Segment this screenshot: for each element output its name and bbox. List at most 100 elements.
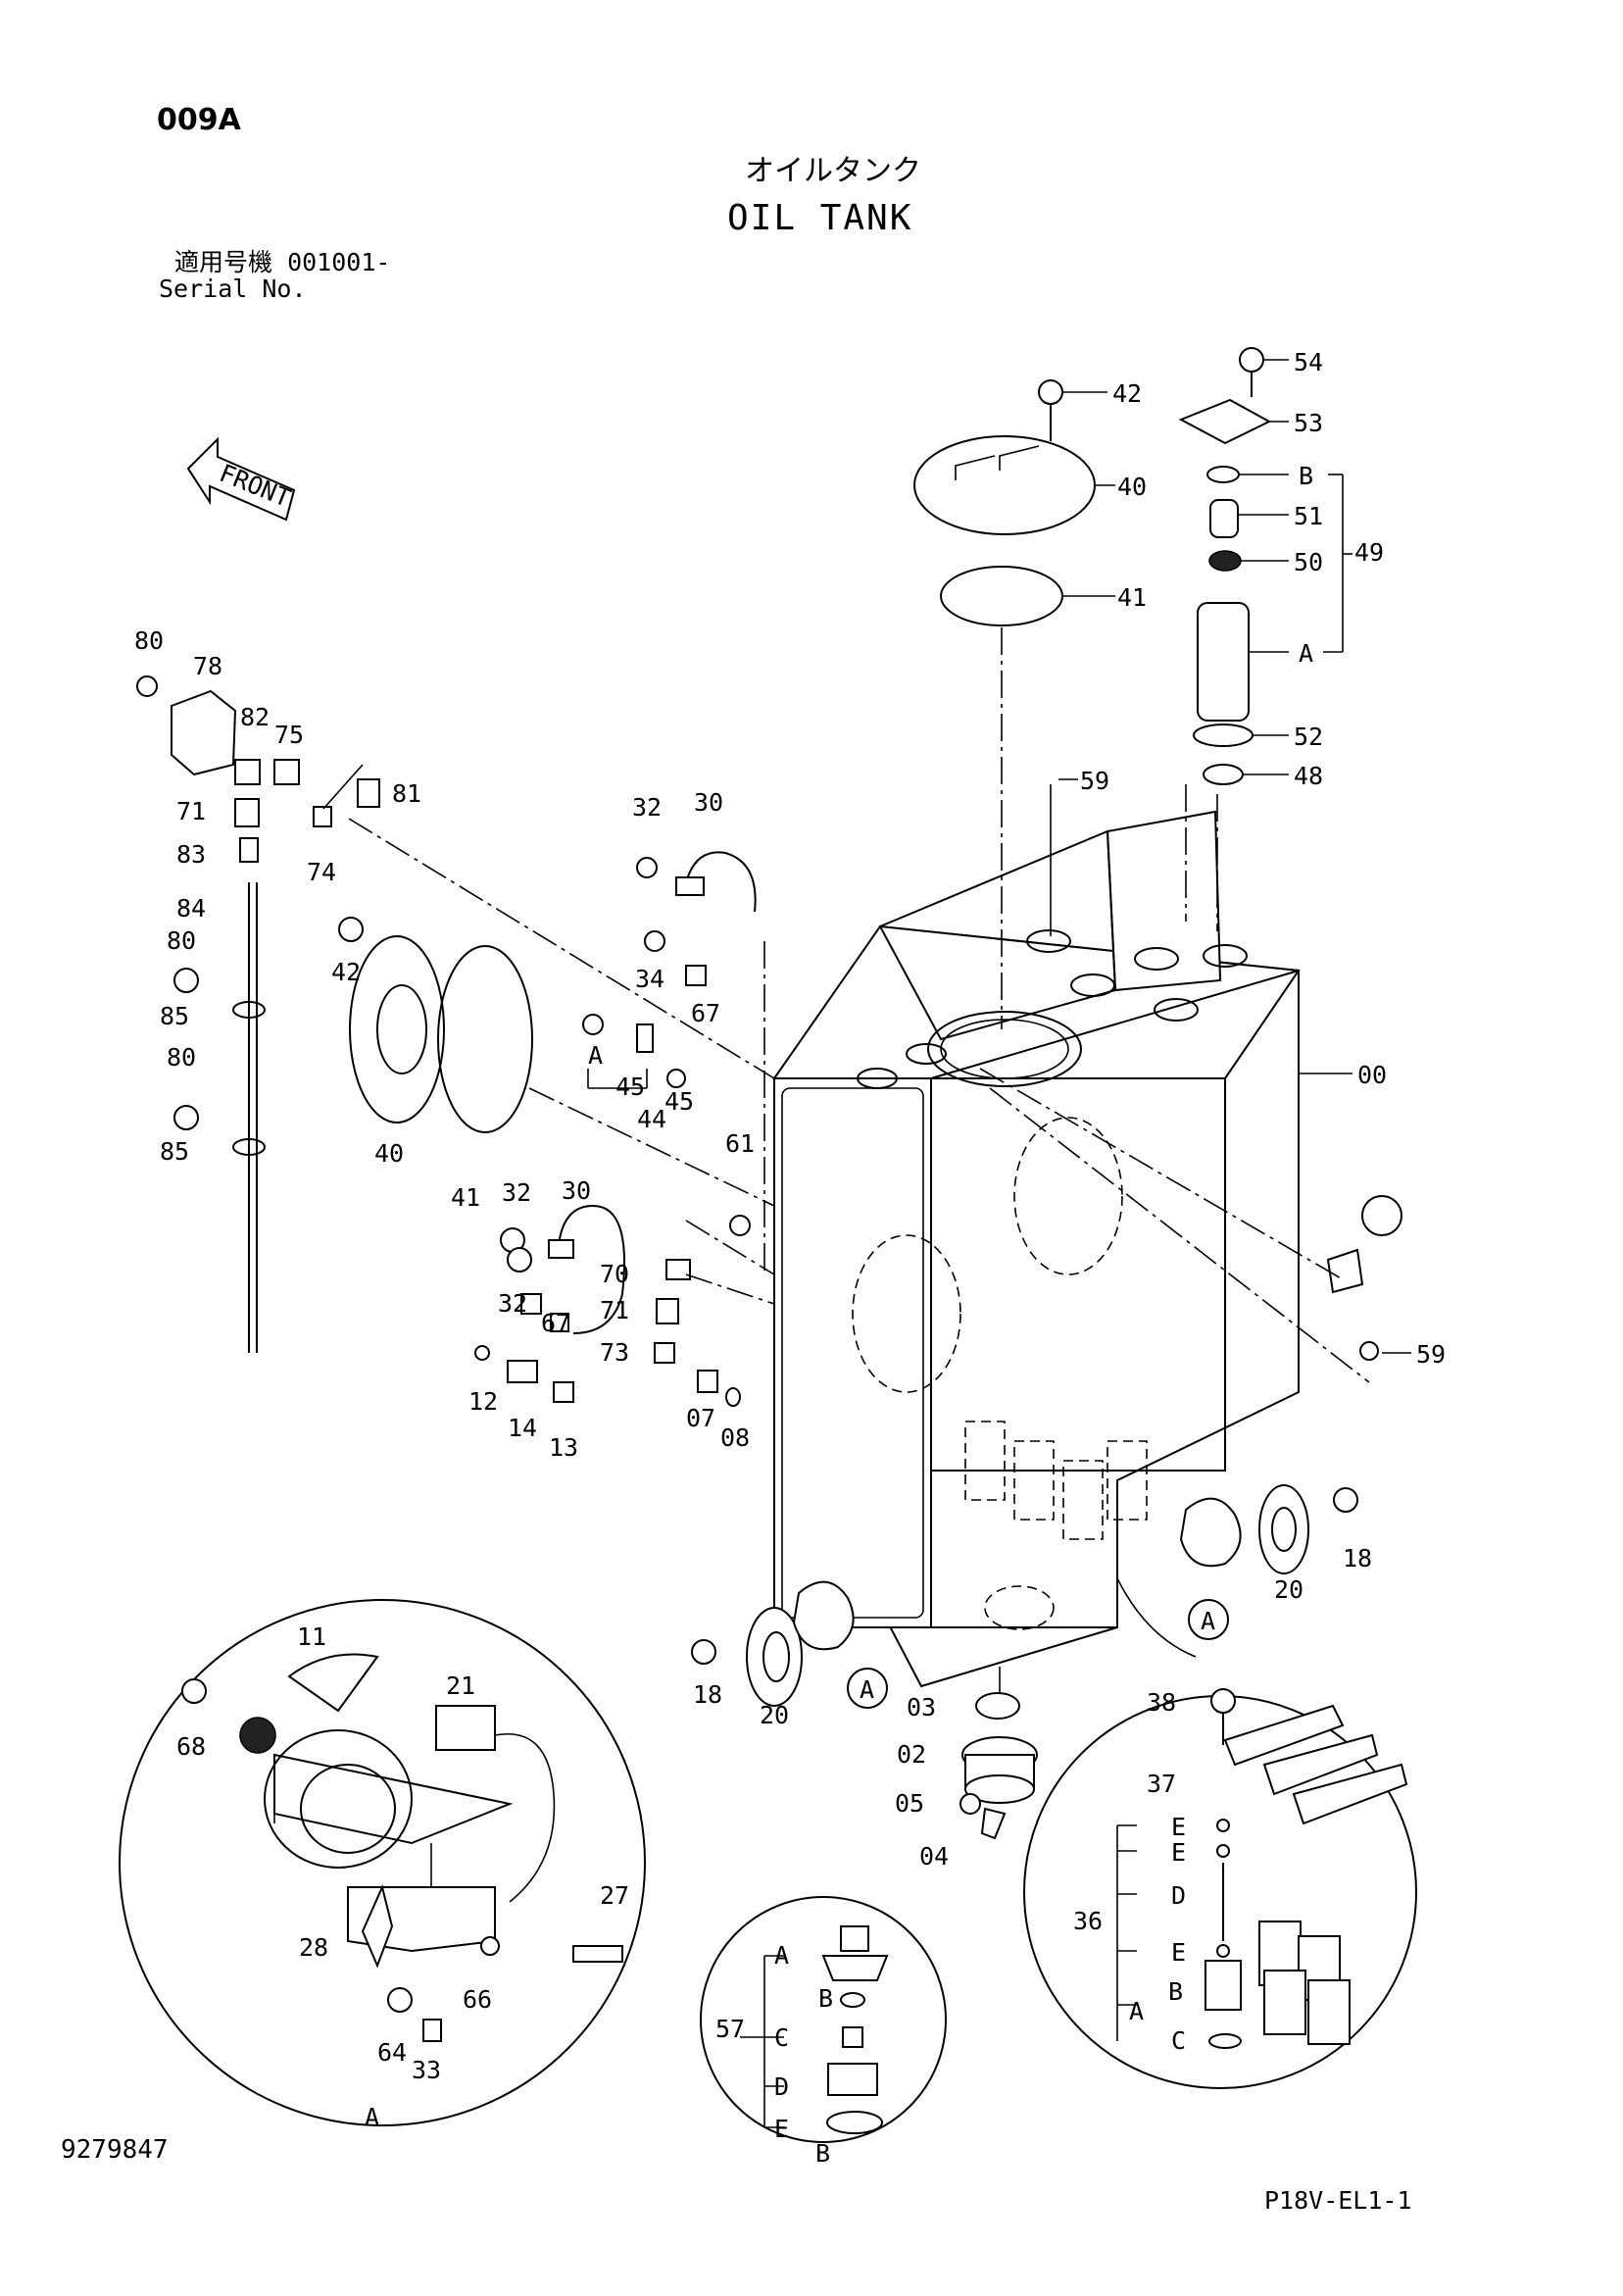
- callout: 73: [600, 1338, 629, 1367]
- callout: 64: [377, 2038, 407, 2067]
- callout: 70: [600, 1260, 629, 1288]
- callout: 59: [1080, 767, 1109, 795]
- callout: 81: [392, 779, 421, 808]
- detail-view-strainers: [1023, 1577, 1417, 2089]
- callout: 54: [1294, 348, 1323, 376]
- callout: 36: [1073, 1907, 1103, 1935]
- callout: E: [774, 2115, 789, 2143]
- callout: 83: [176, 840, 206, 869]
- callout: 52: [1294, 723, 1323, 751]
- callout: B: [815, 2139, 830, 2168]
- detail-view-a: [119, 1599, 646, 2126]
- sheet-code: P18V-EL1-1: [1264, 2186, 1412, 2215]
- callout: 04: [919, 1842, 949, 1871]
- callout: 41: [1117, 583, 1147, 612]
- callout: C: [774, 2023, 789, 2052]
- detail-view-b: [700, 1896, 947, 2143]
- callout: 30: [694, 788, 723, 817]
- callout: D: [1171, 1881, 1186, 1910]
- sensor-harnesses: [500, 851, 765, 1334]
- callout: 48: [1294, 762, 1323, 790]
- callout: A: [860, 1675, 874, 1704]
- front-arrow-icon: FRONT: [186, 436, 296, 522]
- callout: 61: [725, 1129, 755, 1158]
- callout: 75: [274, 721, 304, 749]
- callout: 38: [1147, 1688, 1176, 1717]
- callout: 40: [374, 1139, 404, 1168]
- callout: 00: [1357, 1061, 1387, 1089]
- callout: 68: [176, 1732, 206, 1761]
- callout: 27: [600, 1881, 629, 1910]
- callout: 13: [549, 1433, 578, 1462]
- callout: 57: [715, 2015, 745, 2043]
- callout: 33: [412, 2056, 441, 2084]
- fittings-group: [474, 1014, 775, 1407]
- callout: 30: [562, 1176, 591, 1205]
- callout: 45: [664, 1087, 694, 1116]
- callout: 51: [1294, 502, 1323, 530]
- callout: 41: [451, 1183, 480, 1212]
- callout: 18: [1343, 1544, 1372, 1572]
- callout: 67: [691, 999, 720, 1027]
- callout: A: [365, 2103, 379, 2131]
- callout: 37: [1147, 1770, 1176, 1798]
- callout: 32: [632, 793, 662, 822]
- callout: 02: [897, 1740, 926, 1769]
- callout: B: [1168, 1977, 1183, 2006]
- callout: 85: [160, 1002, 189, 1030]
- callout: 59: [1416, 1340, 1446, 1369]
- callout: 20: [760, 1701, 789, 1729]
- callout: 66: [463, 1985, 492, 2014]
- tank-cover-plate: [913, 379, 1096, 1029]
- callout: 45: [615, 1073, 645, 1101]
- callout: E: [1171, 1938, 1186, 1967]
- callout: A: [1201, 1607, 1215, 1635]
- callout: 07: [686, 1404, 715, 1432]
- callout: B: [818, 1984, 833, 2013]
- document-number: 9279847: [61, 2135, 169, 2165]
- callout: 71: [600, 1296, 629, 1324]
- callout: 53: [1294, 409, 1323, 437]
- title-english: OIL TANK: [727, 198, 913, 238]
- callout: 20: [1274, 1575, 1303, 1604]
- right-side-fittings: [979, 1068, 1402, 1640]
- callout: 14: [508, 1414, 537, 1442]
- serial-label-japanese: 適用号機 001001-: [174, 250, 390, 275]
- callout: 44: [637, 1105, 666, 1133]
- callout: B: [1299, 462, 1313, 490]
- serial-value: 001001-: [287, 248, 391, 276]
- callout: 84: [176, 894, 206, 923]
- serial-label-jp: 適用号機: [174, 248, 273, 276]
- callout: 67: [541, 1309, 570, 1337]
- callout: 80: [167, 926, 196, 955]
- return-filter-assembly: [1178, 347, 1272, 931]
- callout: C: [1171, 2026, 1186, 2055]
- callout: 12: [468, 1387, 498, 1416]
- callout: 42: [1112, 379, 1142, 408]
- front-arrow-label: FRONT: [216, 459, 295, 513]
- callout-labels: 54 53 42 40 41 B 51 50 49 A 52 48 59 00 …: [134, 348, 1446, 2168]
- callout: 05: [895, 1789, 924, 1818]
- bottom-fittings: [691, 1580, 1038, 1840]
- callout: A: [774, 1941, 789, 1970]
- callout: 18: [693, 1680, 722, 1709]
- callout: 82: [240, 703, 270, 731]
- callout: 32: [498, 1289, 527, 1318]
- callout: 34: [635, 965, 664, 993]
- callout: 49: [1354, 538, 1384, 567]
- callout: 80: [167, 1043, 196, 1072]
- callout: 11: [297, 1622, 326, 1651]
- page-code: 009A: [157, 103, 241, 137]
- callout: 78: [193, 652, 222, 680]
- callout: E: [1171, 1813, 1186, 1841]
- callout: 71: [176, 797, 206, 825]
- callout: 85: [160, 1137, 189, 1166]
- callout: 50: [1294, 548, 1323, 576]
- callout: 28: [299, 1933, 328, 1962]
- callout: 08: [720, 1423, 750, 1452]
- suction-flange: [338, 917, 775, 1207]
- callout: 42: [331, 958, 361, 986]
- title-japanese: オイルタンク: [745, 154, 921, 188]
- callout: 21: [446, 1672, 475, 1700]
